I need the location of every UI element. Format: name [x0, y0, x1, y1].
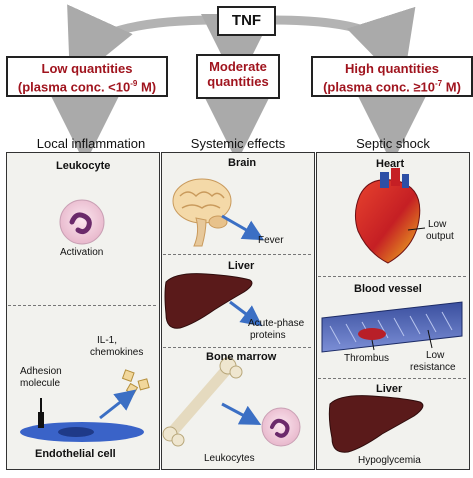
molecule-label: molecule [20, 378, 61, 389]
divider-systemic-1 [163, 254, 311, 255]
arrow-acute-phase [229, 300, 263, 327]
bone-marrow-title: Bone marrow [206, 351, 277, 363]
bone-icon [162, 357, 243, 447]
heart-pointer-line [407, 227, 426, 231]
heart-title: Heart [376, 158, 405, 170]
divider-systemic-2 [163, 347, 311, 348]
low-output-label-1: Low [428, 219, 447, 230]
tnf-box: TNF [217, 6, 276, 36]
arrow-to-low [67, 4, 218, 85]
high-quantities-box: High quantities (plasma conc. ≥10-7 M) [311, 56, 473, 97]
moderate-quantities-title: Moderate [209, 59, 267, 74]
thrombus-pointer-line [371, 339, 375, 351]
moderate-quantities-sub: quantities [207, 74, 269, 89]
low-quantities-conc: (plasma conc. <10-9 M) [17, 79, 157, 95]
column-septic-shock: Septic shock [356, 136, 430, 151]
arrow-leukocytes [221, 402, 262, 425]
brain-icon [172, 178, 232, 247]
moderate-quantities-box: Moderate quantities [196, 54, 280, 99]
acute-phase-label: Acute-phase [248, 318, 305, 329]
arrow-fever [221, 214, 265, 241]
leukocyte-cell-icon [59, 199, 105, 245]
divider-septic-1 [318, 276, 466, 277]
divider-local [8, 305, 156, 306]
high-quantities-title: High quantities [345, 61, 439, 76]
low-resistance-label-1: Low [426, 350, 445, 361]
il1-label: IL-1, [97, 335, 118, 346]
low-output-label-2: output [426, 231, 454, 242]
proteins-label: proteins [250, 330, 286, 341]
liver-title-systemic: Liver [228, 260, 255, 272]
liver-title-septic: Liver [376, 383, 403, 395]
arrow-to-high [271, 6, 416, 87]
endothelial-cell-icon [20, 398, 144, 442]
blood-vessel-title: Blood vessel [354, 283, 422, 295]
divider-septic-2 [318, 378, 466, 379]
low-quantities-title: Low quantities [41, 61, 133, 76]
tnf-label: TNF [231, 12, 262, 29]
liver-icon-septic [328, 395, 424, 453]
fever-label: Fever [258, 235, 284, 246]
heart-icon [354, 168, 421, 264]
arrow-chemokines [99, 389, 137, 420]
leukocytes-label: Leukocytes [204, 453, 255, 464]
leukocyte-output-icon [261, 407, 301, 447]
liver-icon-systemic [164, 273, 253, 329]
activation-label: Activation [60, 247, 104, 258]
leukocyte-title: Leukocyte [56, 160, 111, 172]
column-systemic-effects: Systemic effects [190, 136, 286, 151]
column-local-inflammation: Local inflammation [36, 136, 146, 151]
low-resistance-pointer-line [427, 329, 433, 349]
endothelial-cell-label: Endothelial cell [35, 448, 116, 460]
high-quantities-conc: (plasma conc. ≥10-7 M) [323, 79, 461, 95]
low-quantities-box: Low quantities (plasma conc. <10-9 M) [6, 56, 168, 97]
brain-title: Brain [228, 157, 257, 169]
thrombus-label: Thrombus [344, 353, 390, 364]
chemokine-particles-icon [121, 369, 150, 396]
adhesion-label: Adhesion [20, 366, 62, 377]
hypoglycemia-label: Hypoglycemia [358, 455, 421, 466]
chemokines-label: chemokines [90, 347, 144, 358]
low-resistance-label-2: resistance [410, 362, 456, 373]
blood-vessel-icon [321, 301, 463, 353]
